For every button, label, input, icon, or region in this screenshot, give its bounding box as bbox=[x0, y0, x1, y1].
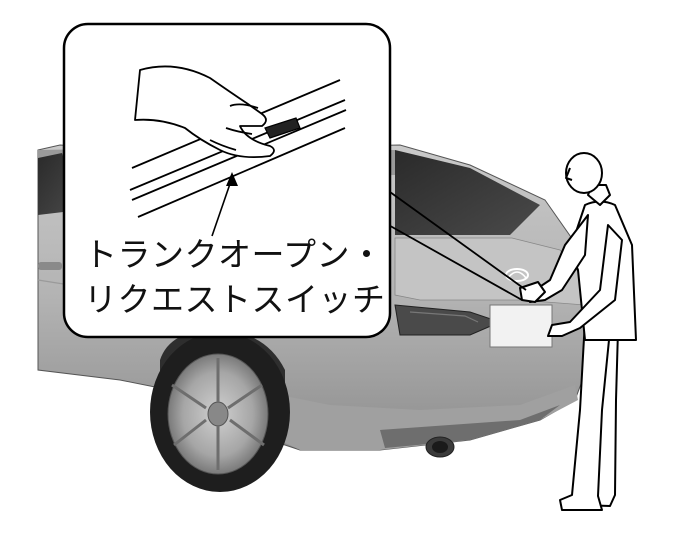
person-arm-lower bbox=[547, 224, 623, 337]
callout-label-line-1: トランクオープン・ bbox=[84, 235, 384, 274]
license-plate bbox=[489, 304, 553, 348]
callout-label-line-2: リクエストスイッチ bbox=[84, 280, 386, 319]
person-leg-front bbox=[559, 319, 611, 511]
callout-pointer bbox=[384, 191, 527, 301]
detail-switch bbox=[264, 117, 301, 139]
person-hand bbox=[519, 281, 546, 303]
detail-hand bbox=[134, 65, 275, 159]
rear-bumper bbox=[275, 385, 578, 450]
callout-box bbox=[62, 22, 392, 339]
diffuser bbox=[380, 405, 560, 448]
detail-leader-arrow bbox=[211, 172, 238, 237]
rear-wheel bbox=[150, 332, 290, 492]
door-handle bbox=[38, 262, 62, 270]
person bbox=[519, 152, 637, 511]
rear-window bbox=[395, 150, 540, 235]
person-head bbox=[565, 152, 603, 194]
